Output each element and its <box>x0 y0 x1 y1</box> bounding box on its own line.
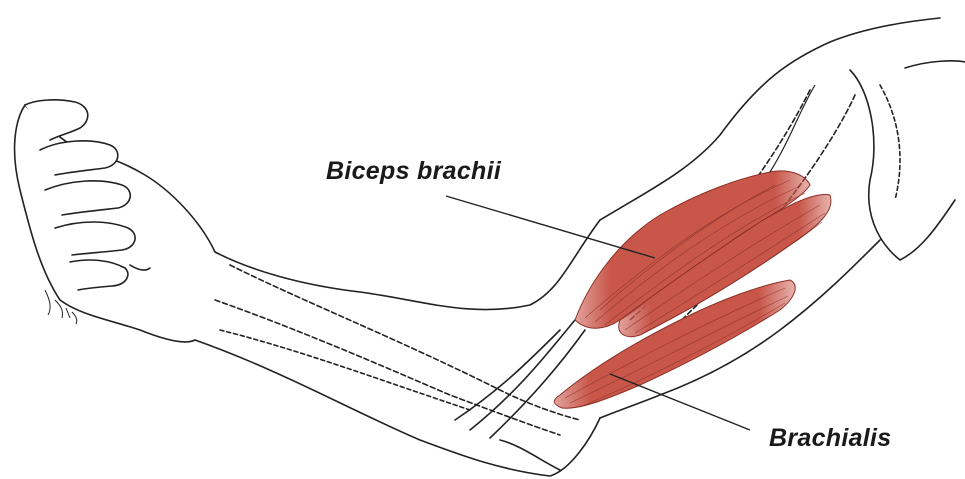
elbow-contour <box>500 440 560 470</box>
ulna-dashed <box>215 300 560 435</box>
tendon-line-2 <box>490 330 585 438</box>
biceps-proximal-tendon <box>770 85 815 172</box>
forearm-top-contour <box>215 220 600 310</box>
forearm-bottom-contour <box>195 340 600 476</box>
arm-outline <box>195 18 965 476</box>
brachialis-label: Brachialis <box>769 424 892 453</box>
forearm-mid-dashed <box>220 330 470 410</box>
radius-dashed <box>230 265 580 420</box>
shoulder-contour <box>905 61 965 68</box>
brachialis-leader-line <box>610 374 750 430</box>
hand <box>15 100 215 342</box>
biceps-brachii-label: Biceps brachii <box>326 157 501 186</box>
scapula-outline <box>850 70 955 260</box>
scapula-inner <box>880 85 900 200</box>
